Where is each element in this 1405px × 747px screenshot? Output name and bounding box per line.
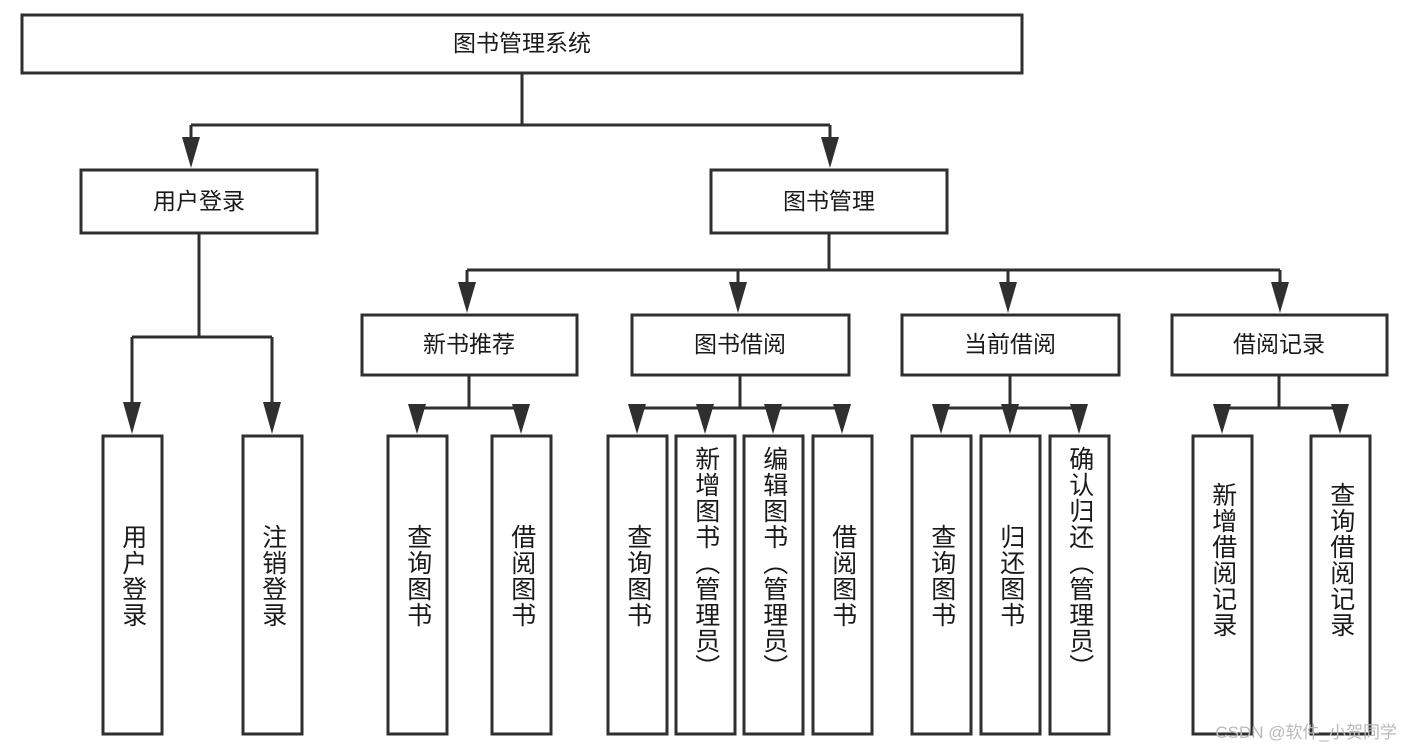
arrow-current-leaf-2: [1001, 404, 1019, 434]
leaf-box-user-login[interactable]: [101, 434, 164, 736]
node-book-management-box[interactable]: [709, 168, 949, 235]
arrow-to-current-borrow: [999, 282, 1017, 313]
arrow-record-leaf-1: [1213, 404, 1231, 434]
node-book-borrow-box[interactable]: [630, 313, 851, 377]
node-current-borrow-box[interactable]: [900, 313, 1121, 377]
leaf-box-recommend-borrow-book[interactable]: [490, 434, 553, 736]
node-borrow-record[interactable]: 借阅记录: [1170, 313, 1389, 377]
leaf-box-record-query[interactable]: [1309, 434, 1372, 736]
leaf-box-current-return-book[interactable]: [979, 434, 1042, 736]
arrow-borrow-leaf-2: [696, 404, 714, 434]
arrow-record-leaf-2: [1331, 404, 1349, 434]
node-user-login-box[interactable]: [79, 168, 319, 235]
leaf-box-borrow-query-book[interactable]: [606, 434, 669, 736]
node-root-system-label: 图书管理系统: [453, 30, 591, 56]
arrow-to-book-borrow: [729, 282, 747, 313]
watermark: CSDN @软件_小贺同学: [1215, 723, 1397, 742]
node-new-book-recommend-label: 新书推荐: [423, 331, 515, 357]
node-current-borrow[interactable]: 当前借阅: [900, 313, 1121, 377]
node-borrow-record-box[interactable]: [1170, 313, 1389, 377]
node-root-system[interactable]: 图书管理系统: [20, 13, 1024, 75]
node-user-login[interactable]: 用户登录: [79, 168, 319, 235]
arrow-borrow-leaf-1: [628, 404, 646, 434]
node-root-system-box[interactable]: [20, 13, 1024, 75]
node-book-borrow-label: 图书借阅: [694, 331, 786, 357]
node-user-login-label: 用户登录: [153, 188, 245, 214]
leaf-box-borrow-borrow-book[interactable]: [811, 434, 874, 736]
arrow-to-new-book-recommend: [458, 282, 476, 313]
node-book-borrow[interactable]: 图书借阅: [630, 313, 851, 377]
arrow-current-leaf-1: [932, 404, 950, 434]
node-book-management[interactable]: 图书管理: [709, 168, 949, 235]
leaf-box-borrow-add-book[interactable]: [674, 434, 737, 736]
leaf-box-current-query-book[interactable]: [910, 434, 973, 736]
node-current-borrow-label: 当前借阅: [964, 331, 1056, 357]
node-borrow-record-label: 借阅记录: [1233, 331, 1325, 357]
leaf-box-borrow-edit-book[interactable]: [742, 434, 805, 736]
arrow-to-user-login: [182, 137, 200, 168]
node-new-book-recommend-box[interactable]: [360, 313, 579, 377]
arrow-borrow-leaf-3: [764, 404, 782, 434]
arrow-to-leaf-user-login: [123, 402, 141, 434]
arrow-to-borrow-record: [1271, 282, 1289, 313]
connectors: [123, 73, 1349, 434]
node-new-book-recommend[interactable]: 新书推荐: [360, 313, 579, 377]
leaf-box-logout[interactable]: [241, 434, 304, 736]
arrow-recommend-leaf-1: [408, 404, 426, 434]
leaf-boxes: [101, 434, 1372, 736]
arrow-recommend-leaf-2: [512, 404, 530, 434]
leaf-box-recommend-query-book[interactable]: [386, 434, 449, 736]
node-book-management-label: 图书管理: [783, 188, 875, 214]
leaf-box-record-add[interactable]: [1191, 434, 1254, 736]
arrow-borrow-leaf-4: [833, 404, 851, 434]
arrow-to-book-mgmt: [821, 137, 839, 168]
arrow-current-leaf-3: [1070, 404, 1088, 434]
arrow-to-leaf-logout: [263, 402, 281, 434]
leaf-box-current-confirm-return[interactable]: [1048, 434, 1111, 736]
